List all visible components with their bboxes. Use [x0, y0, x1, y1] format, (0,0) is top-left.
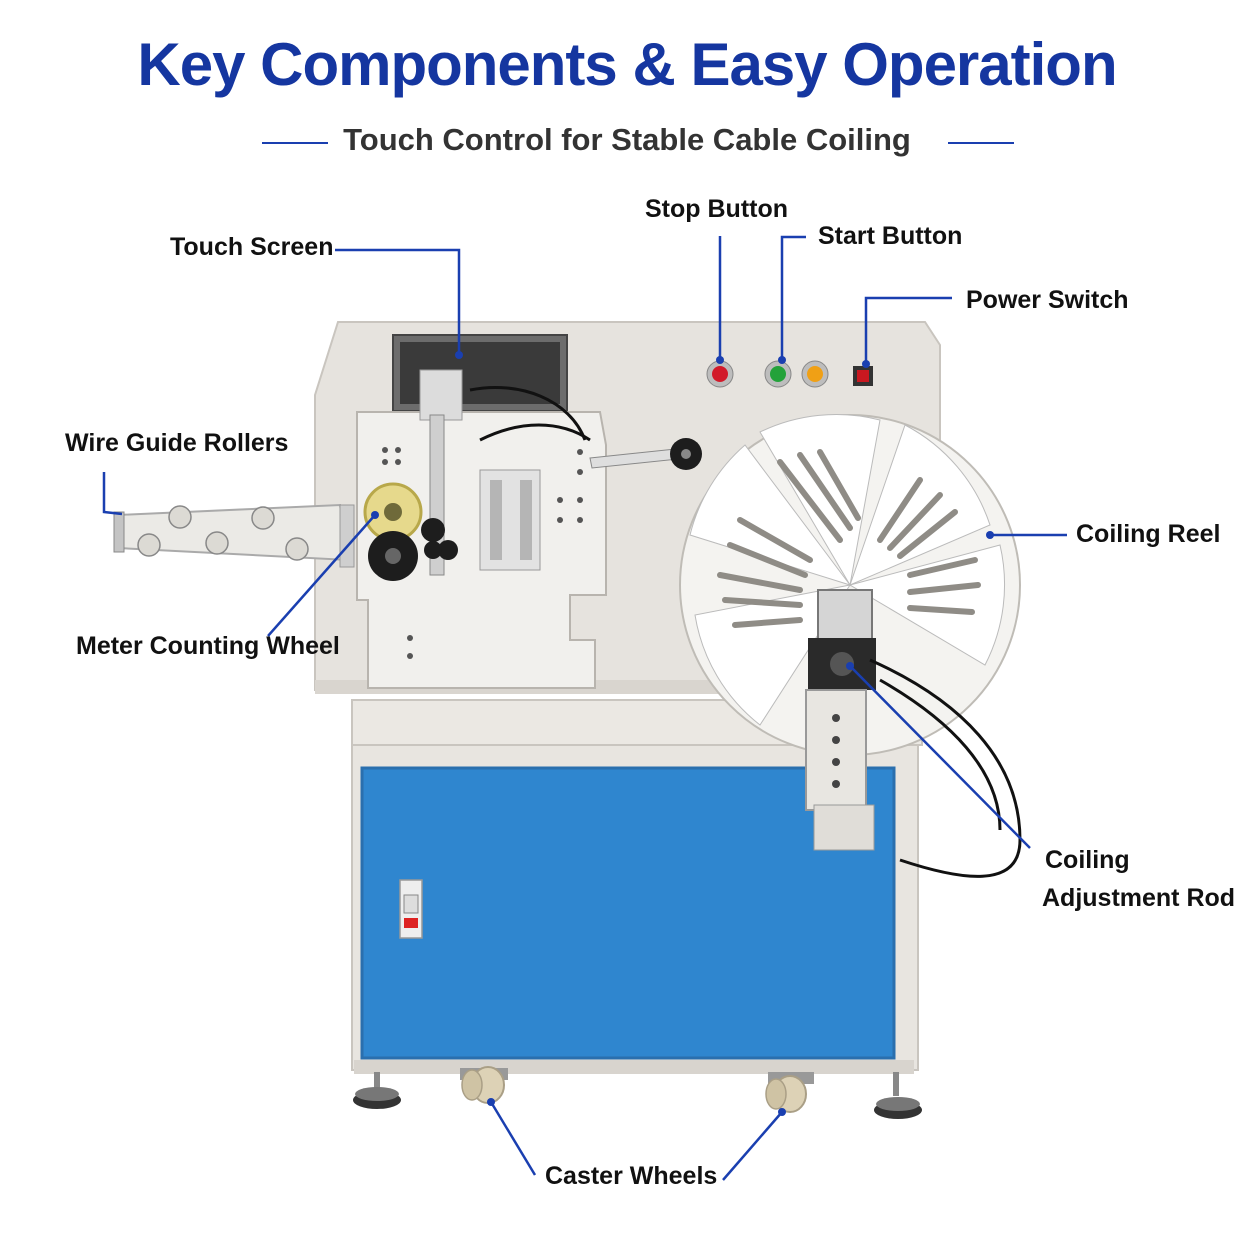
- label-coiling-reel: Coiling Reel: [1076, 520, 1221, 548]
- coiling-motor: [805, 589, 1022, 878]
- start-button-device: [764, 360, 792, 388]
- subtitle-rule-left: [262, 142, 328, 144]
- caster-wheel-right: [765, 1072, 814, 1113]
- label-wire-guide-rollers: Wire Guide Rollers: [65, 429, 289, 457]
- tension-arm: [589, 438, 702, 470]
- leader-lines: [102, 235, 1067, 1181]
- leveling-foot-right: [874, 1072, 922, 1119]
- label-start-button: Start Button: [818, 222, 963, 250]
- leader-endpoints: [371, 351, 994, 1116]
- label-meter-counting-wheel: Meter Counting Wheel: [76, 632, 340, 660]
- leader-caster-right: [722, 1111, 783, 1181]
- label-caster-wheels: Caster Wheels: [545, 1162, 718, 1190]
- subtitle-rule-right: [948, 142, 1014, 144]
- door-latch-icon: [399, 879, 423, 939]
- leader-touch-screen: [335, 248, 461, 355]
- label-coiling-adjustment-rod-1: Coiling: [1045, 846, 1130, 874]
- leader-wire-guide-rollers: [102, 472, 123, 516]
- coiling-reel-device: [679, 413, 1021, 756]
- leader-start-button: [780, 235, 806, 360]
- page-subtitle: Touch Control for Stable Cable Coiling: [343, 122, 911, 157]
- leader-power-switch: [864, 296, 952, 364]
- meter-counting-wheel-device: [363, 482, 458, 581]
- leveling-foot-left: [353, 1072, 401, 1109]
- label-touch-screen: Touch Screen: [170, 233, 334, 261]
- label-power-switch: Power Switch: [966, 286, 1129, 314]
- caster-wheel-left: [460, 1066, 508, 1104]
- touch-screen-device: [392, 334, 568, 412]
- power-switch-device: [853, 366, 873, 386]
- label-stop-button: Stop Button: [645, 195, 789, 223]
- leader-caster-left: [489, 1101, 537, 1176]
- page-title: Key Components & Easy Operation: [137, 31, 1117, 98]
- leader-meter-wheel: [267, 514, 376, 637]
- leader-adjustment-rod: [849, 665, 1031, 849]
- stop-button-device: [706, 360, 734, 388]
- label-coiling-adjustment-rod-2: Adjustment Rod: [1042, 884, 1236, 912]
- wire-guide-roller-assembly: [113, 503, 355, 568]
- aux-button-device: [801, 360, 829, 388]
